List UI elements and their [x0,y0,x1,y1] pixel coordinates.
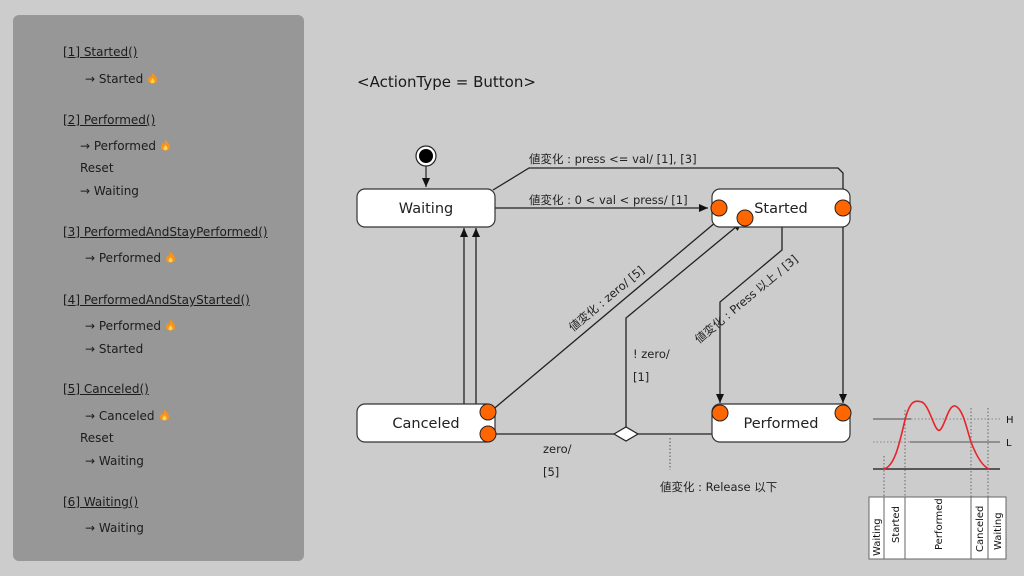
phase-label: Waiting [872,518,883,556]
sidebar-line-text: → Canceled [85,409,155,423]
sidebar-line-text: → Waiting [85,454,144,468]
edge-choice-to-started [625,221,743,432]
sidebar-section-line: → Canceled [85,409,170,423]
fire-icon [165,319,176,331]
sidebar-line-text: → Waiting [85,521,144,535]
label-performed-release: 値変化 : Release 以下 [660,480,777,494]
state-waiting-label: Waiting [399,201,453,217]
label-waiting-to-started: 値変化 : 0 < val < press/ [1] [529,193,688,207]
sidebar-section-heading[interactable]: [5] Canceled() [63,382,149,396]
initial-node [415,145,437,187]
sidebar-line-text: → Performed [80,139,156,153]
level-l-label: L [1006,438,1012,449]
state-canceled[interactable]: Canceled [356,403,496,443]
choice-node [612,426,640,442]
label-waiting-to-performed: 値変化 : press <= val/ [1], [3] [529,152,697,166]
state-performed[interactable]: Performed [711,403,851,443]
label-choice-not-zero-guard: [1] [633,370,649,384]
sidebar-line-text: → Started [85,342,144,356]
fire-icon [147,72,158,84]
sidebar-section-heading[interactable]: [2] Performed() [63,113,156,127]
sidebar-section-heading[interactable]: [1] Started() [63,45,138,59]
port-started-in-2 [736,209,754,227]
sidebar-line-text: → Started [85,72,144,86]
port-canceled-1 [479,403,497,421]
edge-started-to-canceled [489,221,717,413]
sidebar-section-line: → Started [85,72,158,86]
edge-canceled-to-waiting-1 [472,228,486,413]
phase-label: Canceled [975,506,986,552]
port-started-out [834,199,852,217]
sidebar-section-heading[interactable]: [6] Waiting() [63,495,139,509]
label-started-to-performed: 値変化 : Press 以上 / [3] [692,252,801,346]
sidebar-section-line: → Started [85,342,143,356]
diagram-title: <ActionType = Button> [357,73,536,91]
port-performed-in-2 [834,404,852,422]
level-h-label: H [1006,415,1014,426]
state-waiting[interactable]: Waiting [356,188,496,228]
sidebar-section-heading[interactable]: [4] PerformedAndStayStarted() [63,293,250,307]
port-performed-in [711,404,729,422]
sidebar-section-line: → Waiting [85,521,144,535]
label-started-to-canceled: 値変化 : zero/ [5] [566,263,647,334]
state-started[interactable]: Started [711,188,851,228]
state-performed-label: Performed [743,416,818,432]
state-canceled-label: Canceled [392,416,459,432]
fire-icon [160,139,171,151]
port-started-in [710,199,728,217]
sidebar-section-line: Reset [80,431,114,445]
phase-label: Started [891,506,902,543]
value-curve [882,400,990,470]
sidebar-line-text: Reset [80,161,114,175]
sidebar-section-heading[interactable]: [3] PerformedAndStayPerformed() [63,225,268,239]
label-choice-not-zero: ! zero/ [633,347,670,361]
sidebar-section-line: Reset [80,161,114,175]
sidebar-section-line: → Waiting [85,454,144,468]
sidebar-section-line: → Waiting [80,184,139,198]
phase-label: Performed [934,498,945,550]
sidebar-section-line: → Performed [85,319,176,333]
state-started-label: Started [754,201,808,217]
edge-waiting-to-performed [492,167,847,403]
sidebar-line-text: → Performed [85,319,161,333]
phase-label: Waiting [993,512,1004,550]
sidebar-section-line: → Performed [85,251,176,265]
value-timeline: H L Waiting Started Performed Canceled W… [868,400,1014,560]
edge-started-to-performed [716,227,783,403]
sidebar-line-text: → Waiting [80,184,139,198]
sidebar-section-line: → Performed [80,139,171,153]
fire-icon [165,251,176,263]
sidebar-line-text: → Performed [85,251,161,265]
label-choice-zero-guard: [5] [543,465,559,479]
port-canceled-2 [479,425,497,443]
fire-icon [159,409,170,421]
label-choice-zero: zero/ [543,442,572,456]
edge-canceled-to-waiting-2 [460,228,486,435]
sidebar-line-text: Reset [80,431,114,445]
sidebar-panel: [1] Started() → Started [2] Performed() → P… [13,15,304,561]
